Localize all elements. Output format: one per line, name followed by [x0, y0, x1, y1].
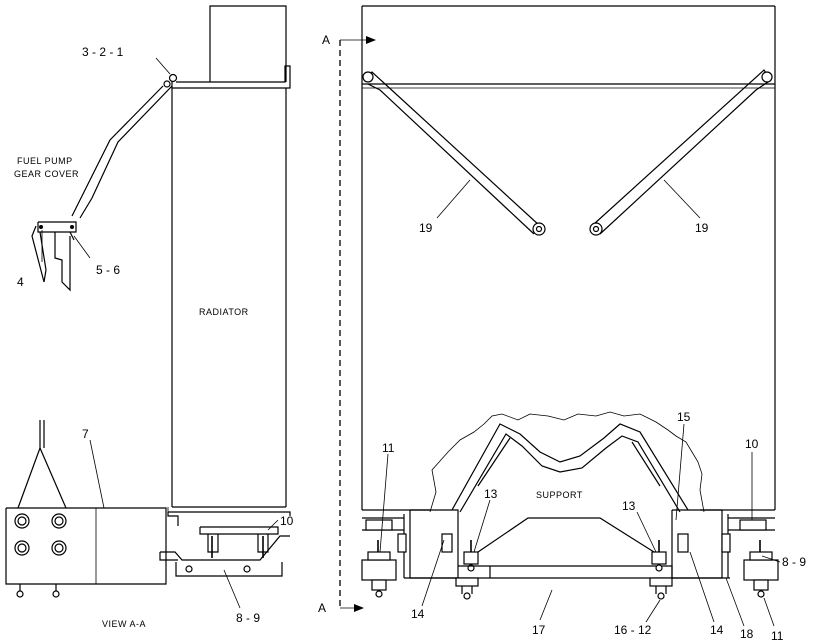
- base-beam-17: [404, 565, 730, 600]
- callout-17: 17: [532, 623, 546, 637]
- view-a-a-label: VIEW A-A: [102, 619, 146, 629]
- front-view: SUPPORT: [361, 5, 806, 643]
- top-bracket: [171, 65, 291, 89]
- callout-8-9-left: 8 - 9: [236, 611, 260, 625]
- radiator-label: RADIATOR: [199, 307, 249, 317]
- radiator-top-stub: [209, 5, 287, 82]
- section-marker-a-bottom: A: [318, 601, 326, 615]
- fuel-pump-bracket: [31, 221, 77, 292]
- support-label: SUPPORT: [536, 490, 583, 500]
- support-structure: [451, 423, 689, 553]
- radiator-side-body: [167, 88, 291, 526]
- fuel-pump-label-1: FUEL PUMP: [17, 156, 73, 166]
- callout-19-left: 19: [419, 221, 433, 235]
- leaders-front: [379, 179, 781, 627]
- callout-13-right: 13: [622, 499, 636, 513]
- callout-18: 18: [740, 627, 754, 641]
- callout-13-left: 13: [484, 487, 498, 501]
- callout-8-9-right: 8 - 9: [782, 555, 806, 569]
- section-line-a-a: [339, 36, 376, 612]
- callout-11-left: 11: [382, 441, 395, 455]
- callout-7: 7: [82, 427, 89, 441]
- radiator-mount-bracket: [159, 526, 290, 577]
- left-mount-assembly: [361, 509, 479, 598]
- section-marker-a-top: A: [322, 33, 330, 47]
- callout-4: 4: [17, 275, 24, 289]
- right-mount-assembly: [651, 509, 779, 598]
- callout-16-12: 16 - 12: [614, 623, 652, 637]
- callout-10-right: 10: [745, 437, 759, 451]
- support-cutaway: [429, 411, 705, 513]
- callout-5-6: 5 - 6: [96, 263, 120, 277]
- callout-3-2-1: 3 - 2 - 1: [82, 45, 124, 59]
- callout-11-right: 11: [771, 629, 784, 643]
- callout-15: 15: [677, 410, 691, 424]
- view-a-a: RADIATOR FUEL PUMP GEAR COVER: [5, 5, 294, 629]
- callout-14-left: 14: [411, 607, 425, 621]
- brace-left-19: [362, 71, 546, 236]
- leaders-left: [41, 57, 279, 609]
- callout-19-right: 19: [695, 221, 709, 235]
- callout-10-left: 10: [280, 514, 294, 528]
- radiator-front-body: [361, 5, 776, 511]
- brace-rod-left: [71, 73, 178, 219]
- engine-base-plate: [5, 420, 167, 598]
- callout-14-right: 14: [710, 623, 724, 637]
- fuel-pump-label-2: GEAR COVER: [14, 169, 79, 179]
- brace-right-19: [589, 69, 773, 236]
